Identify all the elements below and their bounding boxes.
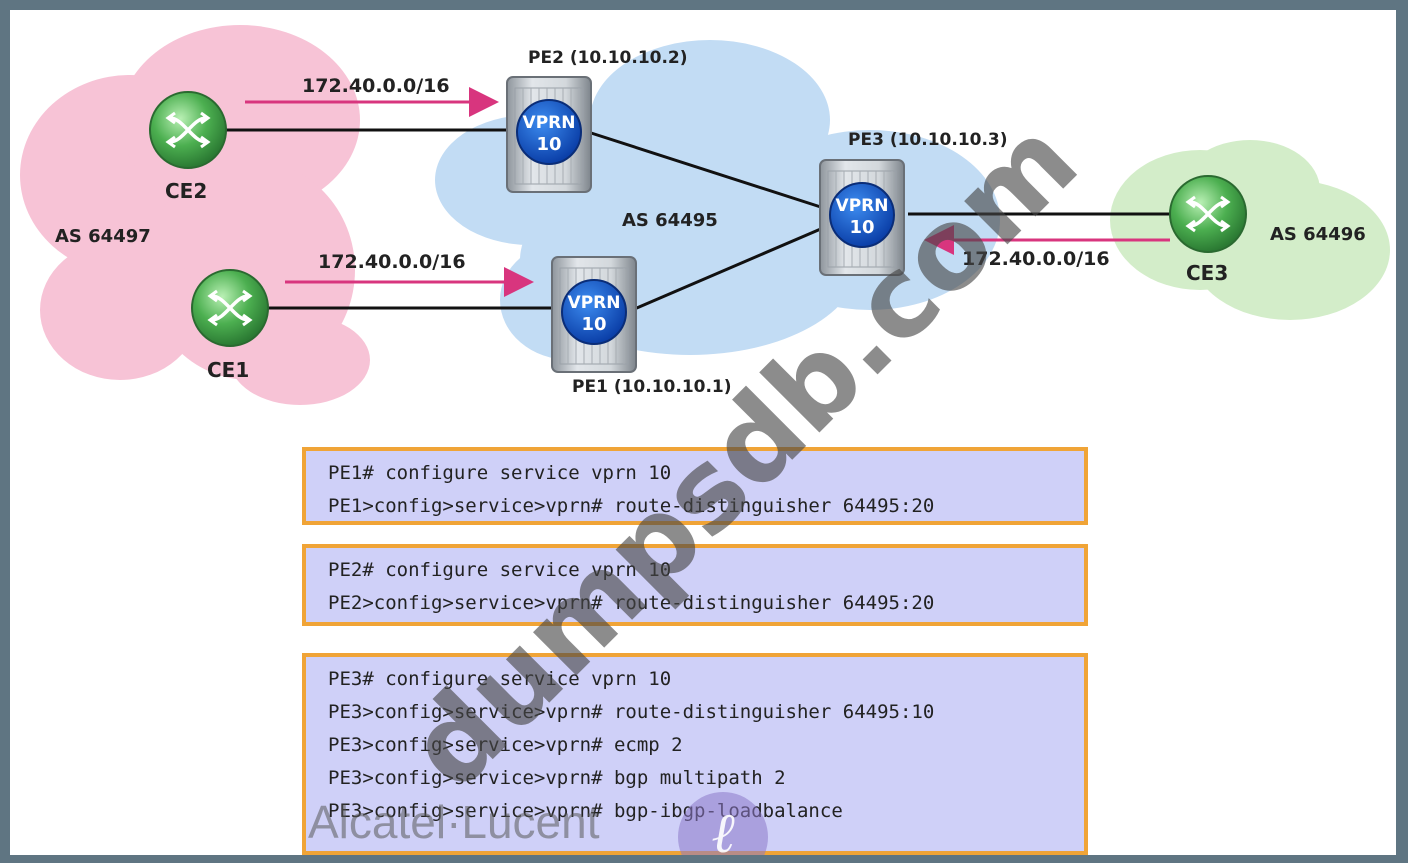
ce1-router xyxy=(190,268,270,348)
router-icon xyxy=(148,90,228,170)
ce2-label: CE2 xyxy=(165,179,207,203)
router-icon xyxy=(190,268,270,348)
pe3-label: PE3 (10.10.10.3) xyxy=(848,130,1008,150)
config-line: PE2# configure service vprn 10 xyxy=(328,559,672,581)
ce1-label: CE1 xyxy=(207,358,249,382)
config-box-pe1: PE1# configure service vprn 10 PE1>confi… xyxy=(302,447,1088,525)
ce3-router xyxy=(1168,174,1248,254)
pe2-router: VPRN 10 xyxy=(506,76,592,193)
pe1-router: VPRN 10 xyxy=(551,256,637,373)
route-label-ce3: 172.40.0.0/16 xyxy=(962,248,1110,270)
as-label-left: AS 64497 xyxy=(55,226,151,247)
vprn-label: VPRN xyxy=(568,293,621,313)
config-line: PE3>config>service>vprn# ecmp 2 xyxy=(328,734,683,756)
pe1-label: PE1 (10.10.10.1) xyxy=(572,377,732,397)
router-icon xyxy=(1168,174,1248,254)
as-label-center: AS 64495 xyxy=(622,210,718,231)
network-topology: 172.40.0.0/16 172.40.0.0/16 172.40.0.0/1… xyxy=(20,25,1390,405)
vprn-id: 10 xyxy=(581,314,606,335)
link-pe1-pe3 xyxy=(631,223,831,312)
pe2-label: PE2 (10.10.10.2) xyxy=(528,48,688,68)
link-pe2-pe3 xyxy=(587,130,831,212)
config-box-pe3: PE3# configure service vprn 10 PE3>confi… xyxy=(302,653,1088,855)
ce2-router xyxy=(148,90,228,170)
config-line: PE3# configure service vprn 10 xyxy=(328,668,672,690)
ce3-label: CE3 xyxy=(1186,261,1228,285)
vendor-logo-icon: ℓ xyxy=(678,792,768,855)
as-label-right: AS 64496 xyxy=(1270,224,1366,245)
vprn-id: 10 xyxy=(536,134,561,155)
vprn-id: 10 xyxy=(849,217,874,238)
links xyxy=(225,128,1170,312)
config-box-pe2: PE2# configure service vprn 10 PE2>confi… xyxy=(302,544,1088,626)
config-line: PE3>config>service>vprn# route-distingui… xyxy=(328,701,935,723)
vprn-badge xyxy=(829,182,895,248)
vendor-logo-text: Alcatel·Lucent xyxy=(308,796,600,848)
vprn-badge xyxy=(561,279,627,345)
vprn-label: VPRN xyxy=(523,113,576,133)
config-line: PE1# configure service vprn 10 xyxy=(328,462,672,484)
config-line: PE2>config>service>vprn# route-distingui… xyxy=(328,592,935,614)
pe3-router: VPRN 10 xyxy=(819,159,905,276)
config-line: PE3>config>service>vprn# bgp multipath 2 xyxy=(328,767,786,789)
vprn-badge xyxy=(516,99,582,165)
vprn-label: VPRN xyxy=(836,196,889,216)
route-label-ce1: 172.40.0.0/16 xyxy=(318,251,466,273)
diagram-frame: 172.40.0.0/16 172.40.0.0/16 172.40.0.0/1… xyxy=(10,10,1396,855)
config-line: PE1>config>service>vprn# route-distingui… xyxy=(328,495,935,517)
route-label-ce2: 172.40.0.0/16 xyxy=(302,75,450,97)
